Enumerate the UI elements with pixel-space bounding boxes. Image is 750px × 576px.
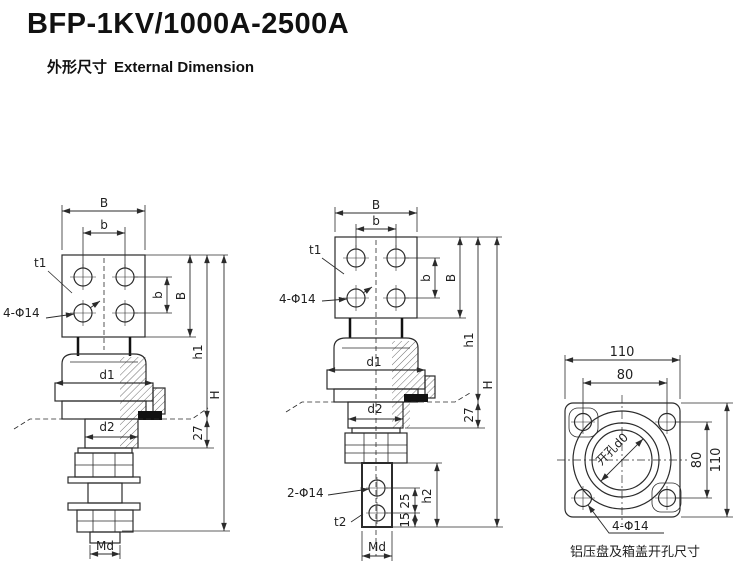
- middle-view: B b t1 4-Φ14 b B h1 27 H: [279, 198, 503, 561]
- left-dim-d2: d2: [99, 420, 114, 434]
- middle-lug-holes-leader: [327, 487, 370, 496]
- middle-label-t2: t2: [334, 515, 346, 529]
- middle-cover-line-left: [285, 401, 348, 413]
- left-insulator-cap: [61, 353, 147, 383]
- middle-holes-leader-2: [362, 286, 373, 294]
- middle-dim-b-top: b: [372, 214, 380, 228]
- middle-label-t1: t1: [309, 243, 321, 257]
- left-dim-b-top: b: [100, 218, 108, 232]
- subtitle-english: External Dimension: [114, 59, 255, 76]
- left-dim-b-right: b: [151, 291, 165, 299]
- flange-boss-top-left: [568, 407, 599, 438]
- middle-dim-B-right: B: [444, 274, 458, 282]
- middle-t2-leader: [350, 513, 364, 523]
- middle-dim-15: 15: [398, 512, 412, 527]
- middle-holes-leader: [321, 296, 348, 303]
- middle-top-dimensions: B b: [334, 198, 418, 248]
- flange-right-dimensions: 80 110: [676, 402, 733, 518]
- flange-top-dimensions: 110 80: [564, 345, 681, 413]
- left-holes-leader-2: [89, 300, 101, 309]
- middle-lug-dimensions: 25 15 h2 Md: [361, 462, 442, 561]
- middle-gasket: [404, 394, 428, 402]
- middle-mounting-flange: [424, 375, 436, 399]
- left-view: B b t1 4-Φ14 b B h1 27 H: [3, 196, 230, 559]
- left-stud-end: [89, 531, 121, 544]
- flange-dim-height: 110: [709, 448, 724, 473]
- left-gasket: [138, 411, 162, 420]
- page-title: BFP-1KV/1000A-2500A: [27, 8, 350, 40]
- left-dim-h1: h1: [191, 344, 205, 359]
- left-conductor-bars: [76, 337, 132, 356]
- left-dim-B-top: B: [100, 196, 108, 210]
- left-dim-B-right: B: [174, 292, 188, 300]
- left-insulator: d1 d2: [54, 353, 166, 449]
- middle-dim-H: H: [481, 380, 495, 389]
- flange-caption: 铝压盘及箱盖开孔尺寸: [570, 544, 700, 560]
- flange-corner-holes-leader: [587, 504, 664, 534]
- middle-dim-27: 27: [462, 407, 476, 422]
- middle-insulator: d1 d2: [326, 337, 436, 429]
- left-nut-stack: [67, 447, 141, 544]
- center-hole-label: 开孔d0: [593, 430, 631, 468]
- left-label-t1: t1: [34, 256, 46, 270]
- middle-dim-d1: d1: [366, 355, 381, 369]
- left-dim-d1: d1: [99, 368, 114, 382]
- middle-dim-25: 25: [398, 493, 412, 508]
- center-hole-dimension-line: [600, 438, 644, 482]
- flange-corner-holes-label: 4-Φ14: [612, 519, 649, 533]
- right-view: 开孔d0 110 80 80 110 4-Φ14 铝压盘及箱盖开孔尺寸: [557, 345, 733, 560]
- middle-dim-B-top: B: [372, 198, 380, 212]
- subtitle-chinese: 外形尺寸: [47, 59, 108, 76]
- left-cover-line-right: [138, 407, 209, 420]
- left-t1-leader: [47, 270, 73, 294]
- middle-lug: [361, 330, 393, 556]
- middle-label-lug-holes: 2-Φ14: [287, 486, 324, 500]
- left-top-dimensions: B b: [61, 196, 146, 268]
- middle-conductor-bars: [348, 318, 404, 338]
- flange-dim-hole-span-h: 80: [617, 368, 634, 383]
- left-label-holes: 4-Φ14: [3, 306, 40, 320]
- middle-dim-Md: Md: [368, 540, 386, 554]
- flange-dim-hole-span-v: 80: [690, 452, 705, 469]
- middle-dim-h1: h1: [462, 332, 476, 347]
- middle-dim-d2: d2: [367, 402, 382, 416]
- left-holes-leader: [45, 312, 75, 319]
- middle-right-dimensions: b B h1 27 H: [392, 237, 503, 528]
- middle-plate-holes: [343, 245, 409, 311]
- left-md-dimension: Md: [89, 539, 121, 559]
- left-dim-H: H: [208, 390, 222, 399]
- middle-t1-leader: [321, 257, 345, 275]
- left-cover-line-left: [13, 418, 88, 430]
- left-dim-Md: Md: [96, 539, 114, 553]
- left-terminal-plate: [61, 254, 146, 338]
- page-subtitle: 外形尺寸 External Dimension: [47, 56, 254, 77]
- flange-dim-width: 110: [610, 345, 635, 360]
- left-right-dimensions: b B h1 27 H: [122, 255, 230, 532]
- middle-dim-h2: h2: [420, 488, 434, 503]
- left-dim-27: 27: [191, 425, 205, 440]
- middle-dim-b-right: b: [419, 274, 433, 282]
- middle-cover-line-right: [403, 392, 471, 403]
- flange-boss-bottom-right: [651, 482, 682, 513]
- flange-corner-holes: [571, 410, 679, 510]
- middle-label-holes: 4-Φ14: [279, 292, 316, 306]
